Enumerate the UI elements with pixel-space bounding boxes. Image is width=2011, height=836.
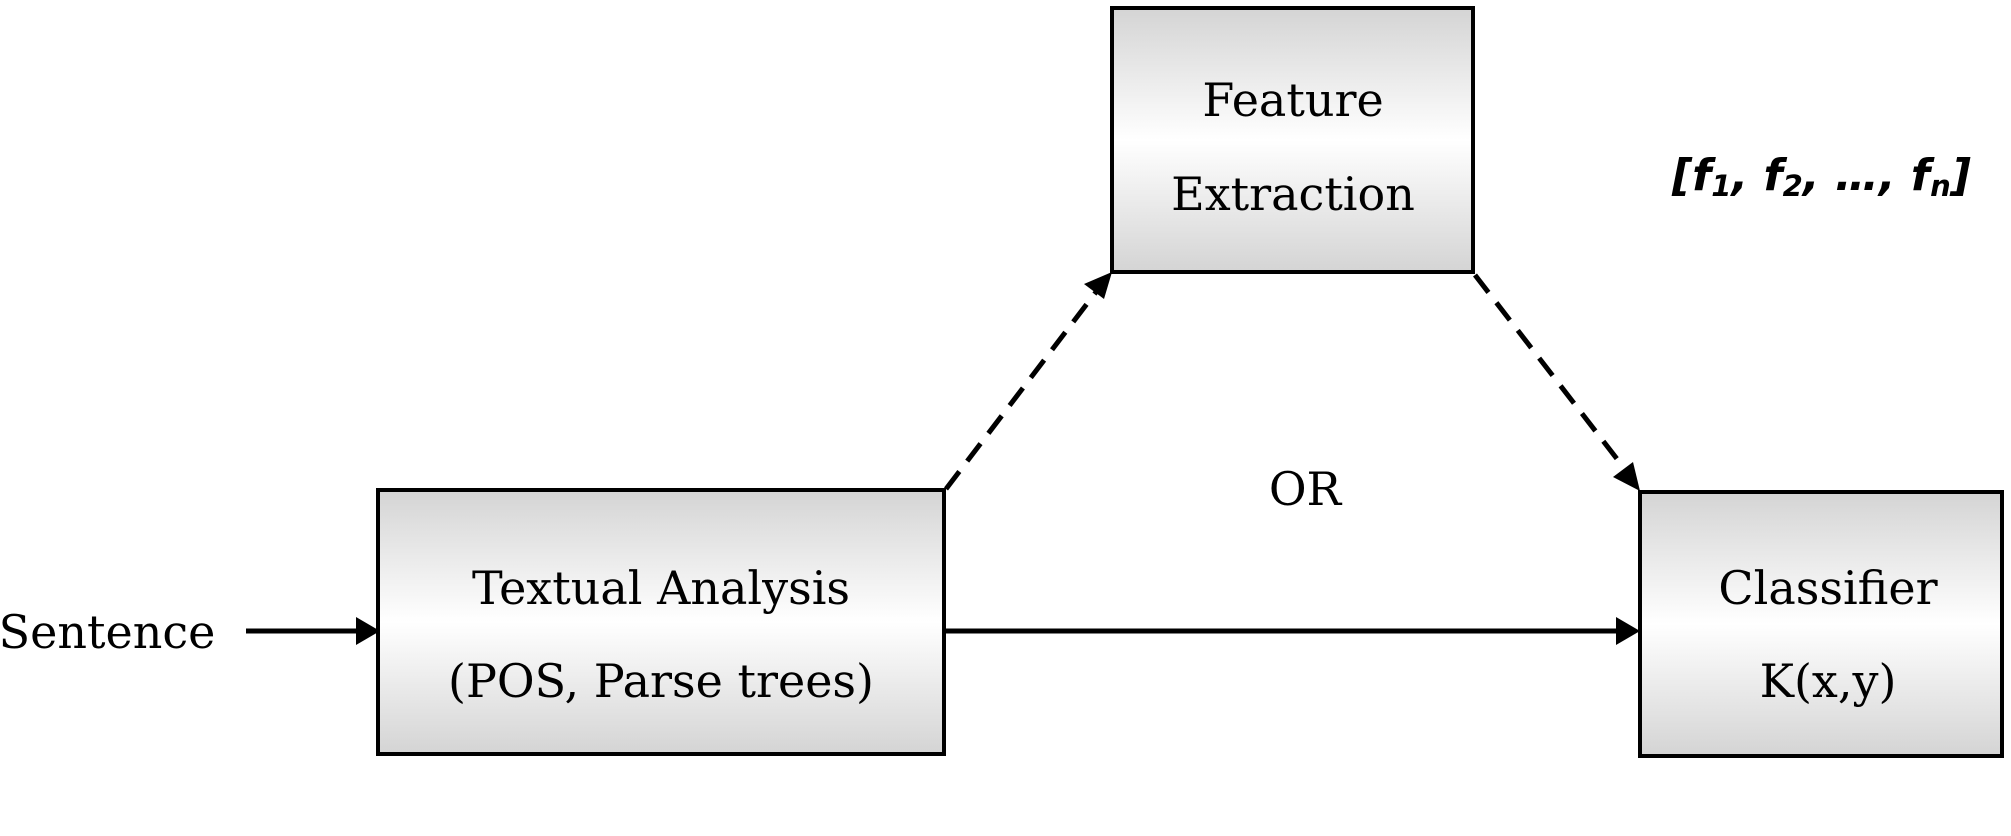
arrow-sentence-to-analysis xyxy=(246,617,380,645)
node-feature-extraction: Feature Extraction xyxy=(1110,6,1475,274)
arrow-analysis-to-features xyxy=(944,272,1112,491)
node-textual-analysis-title: Textual Analysis xyxy=(472,561,850,615)
input-label-sentence: Sentence xyxy=(0,605,215,659)
node-classifier-title: Classifier xyxy=(1718,561,1937,615)
arrow-features-to-classifier xyxy=(1473,273,1640,491)
feature-vector-label: [f1, f2, …, fn] xyxy=(1671,150,1971,203)
node-textual-analysis: Textual Analysis (POS, Parse trees) xyxy=(376,488,946,756)
node-feature-extraction-title: Feature xyxy=(1202,73,1383,127)
node-classifier: Classifier K(x,y) xyxy=(1638,490,2004,758)
arrow-analysis-to-classifier xyxy=(946,617,1640,645)
node-feature-extraction-subtitle: Extraction xyxy=(1171,167,1415,221)
node-classifier-subtitle: K(x,y) xyxy=(1760,654,1897,708)
or-label: OR xyxy=(1269,462,1343,516)
node-textual-analysis-subtitle: (POS, Parse trees) xyxy=(448,654,874,708)
